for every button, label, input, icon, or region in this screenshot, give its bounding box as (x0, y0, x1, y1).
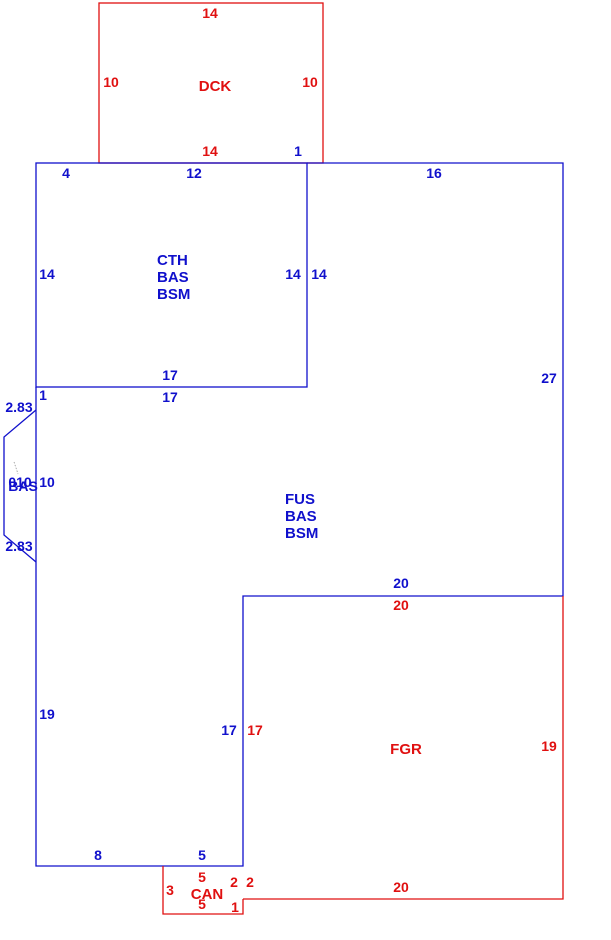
fus-label-3: BSM (285, 525, 318, 542)
deck-dim-bottom: 14 (202, 143, 218, 159)
deck-dim-left: 10 (103, 74, 119, 90)
cth-dim-right-outer: 14 (311, 266, 327, 282)
fus-label-2: BAS (285, 508, 317, 525)
bay-dim-upper: 2.83 (5, 399, 32, 415)
canopy-label: CAN (191, 886, 224, 903)
bay-label: BAS (8, 478, 38, 494)
cth-label-3: BSM (157, 286, 190, 303)
fus-dim-corner: 1 (39, 387, 47, 403)
fus-dim-under-cth: 17 (162, 389, 178, 405)
fus-dim-top: 16 (426, 165, 442, 181)
fus-dim-bottom-left: 8 (94, 847, 102, 863)
fus-label-1: FUS (285, 491, 315, 508)
garage-label: FGR (390, 741, 422, 758)
deck-dim-right: 10 (302, 74, 318, 90)
garage-outline (243, 596, 564, 900)
fus-outline (35, 162, 564, 867)
canopy-outline (162, 866, 244, 915)
garage-dim-top: 20 (393, 597, 409, 613)
cth-dim-left: 14 (39, 266, 55, 282)
cth-label-1: CTH (157, 252, 188, 269)
canopy-dim-right-outer: 2 (246, 874, 254, 890)
canopy-dim-right-inner: 2 (230, 874, 238, 890)
bay-dim-face: 10 (39, 474, 55, 490)
garage-dim-right: 19 (541, 738, 557, 754)
bay-hatch (13, 461, 19, 475)
cth-outline (35, 162, 308, 388)
fus-dim-bottom-step: 5 (198, 847, 206, 863)
fus-dim-right: 27 (541, 370, 557, 386)
bay-outline (3, 409, 37, 563)
fus-dim-garage-side: 20 (393, 575, 409, 591)
canopy-dim-left: 3 (166, 882, 174, 898)
cth-dim-top: 12 (186, 165, 202, 181)
canopy-dim-bottom: 5 (198, 896, 206, 912)
garage-dim-bottom: 20 (393, 879, 409, 895)
canopy-dim-corner: 1 (231, 899, 239, 915)
deck-label: DCK (199, 78, 232, 95)
deck-dim-corner: 1 (294, 143, 302, 159)
fus-dim-left: 19 (39, 706, 55, 722)
garage-dim-left: 17 (247, 722, 263, 738)
cth-dim-bottom: 17 (162, 367, 178, 383)
cth-dim-top-left: 4 (62, 165, 70, 181)
fus-dim-step-side: 17 (221, 722, 237, 738)
bay-overlay-label: 010 (8, 474, 32, 490)
bay-dim-lower: 2.83 (5, 538, 32, 554)
canopy-dim-top: 5 (198, 869, 206, 885)
cth-dim-right: 14 (285, 266, 301, 282)
deck-dim-top: 14 (202, 5, 218, 21)
cth-label-2: BAS (157, 269, 189, 286)
